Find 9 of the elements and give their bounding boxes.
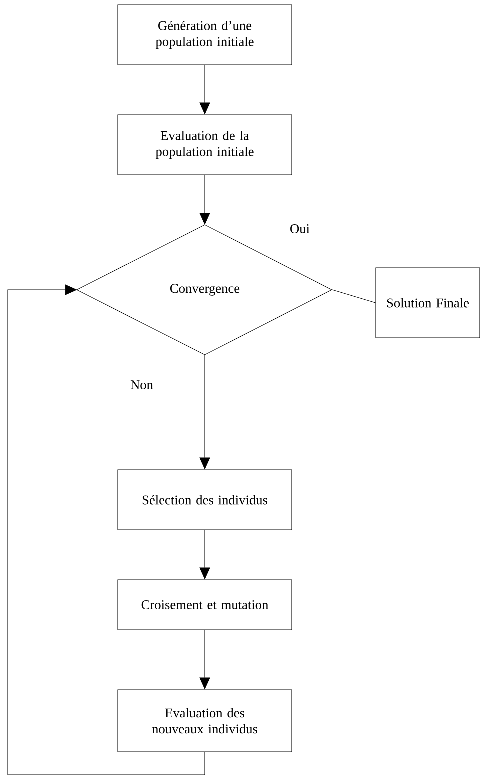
arrow	[8, 284, 206, 776]
process-box: Génération d’une population initiale	[118, 4, 292, 66]
process-box: Evaluation des nouveaux individus	[118, 690, 292, 752]
edge-label: Oui	[288, 223, 312, 235]
process-box: Solution Finale	[376, 268, 480, 338]
process-box: Sélection des individus	[118, 470, 292, 530]
edge-label: Non	[129, 379, 155, 391]
process-box: Evaluation de la population initiale	[118, 114, 292, 176]
process-box: Croisement et mutation	[118, 580, 292, 630]
